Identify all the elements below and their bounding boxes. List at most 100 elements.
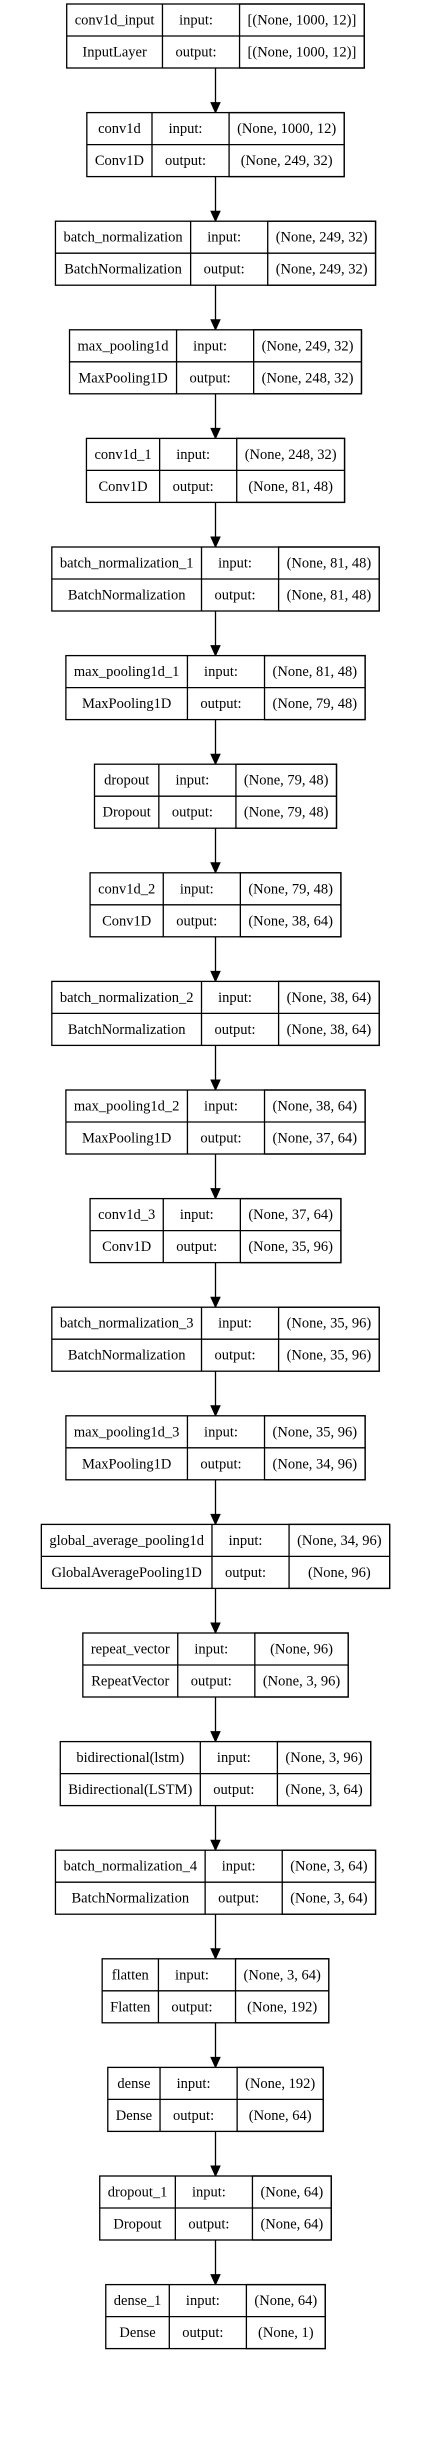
input-label: input: (218, 556, 252, 572)
layer-type: InputLayer (82, 45, 147, 61)
input-label: input: (192, 2185, 226, 2201)
edge-arrow (210, 285, 221, 332)
layer-name: batch_normalization_2 (60, 990, 194, 1006)
input-label: input: (194, 1642, 228, 1658)
input-label: input: (217, 1750, 251, 1766)
input-label: input: (204, 1424, 238, 1440)
input-label: input: (176, 447, 210, 463)
output-label: output: (215, 1348, 256, 1364)
arrowhead (210, 1188, 221, 1200)
output-label: output: (215, 588, 256, 604)
layer-type: Dense (119, 2325, 155, 2341)
edge-arrow (210, 1697, 221, 1743)
layer-node: batch_normalization_4BatchNormalizationi… (54, 1849, 377, 1915)
layer-name: max_pooling1d_1 (74, 664, 180, 680)
layer-type: RepeatVector (91, 1674, 169, 1690)
input-label: input: (193, 338, 227, 354)
edge-arrow (210, 1371, 221, 1418)
layer-name: batch_normalization_3 (60, 1316, 194, 1332)
output-label: output: (200, 1456, 241, 1472)
edge-arrow (210, 176, 221, 223)
edge-arrow (210, 1914, 221, 1961)
input-shape: (None, 37, 64) (248, 1207, 333, 1223)
input-label: input: (222, 1859, 256, 1875)
output-shape: (None, 64) (260, 2217, 323, 2233)
input-shape: (None, 35, 96) (287, 1316, 372, 1332)
input-label: input: (186, 2293, 220, 2309)
edge-arrow (210, 2240, 221, 2286)
arrowhead (210, 2056, 221, 2069)
output-shape: (None, 37, 64) (273, 1131, 358, 1147)
output-shape: (None, 34, 96) (273, 1456, 358, 1472)
arrowhead (210, 1948, 221, 1961)
layer-type: BatchNormalization (64, 262, 182, 278)
output-label: output: (204, 262, 245, 278)
input-shape: (None, 192) (245, 2076, 315, 2092)
arrowhead (210, 753, 221, 766)
edge-arrow (210, 1479, 221, 1526)
input-label: input: (175, 1967, 209, 1983)
layer-type: Dropout (113, 2217, 161, 2233)
edge-arrow (210, 393, 221, 440)
output-shape: (None, 81, 48) (248, 479, 333, 495)
arrowhead (210, 862, 221, 875)
layer-node: max_pooling1d_1MaxPooling1Dinput:output:… (65, 654, 366, 721)
input-shape: (None, 3, 64) (244, 1967, 321, 1983)
output-shape: (None, 3, 64) (285, 1782, 362, 1798)
layer-node: batch_normalizationBatchNormalizationinp… (54, 220, 377, 286)
layer-type: BatchNormalization (68, 1348, 186, 1364)
layer-node: global_average_pooling1dGlobalAveragePoo… (40, 1523, 391, 1590)
edge-arrow (210, 936, 221, 983)
input-label: input: (169, 121, 203, 137)
layer-type: Flatten (110, 1999, 151, 2015)
output-label: output: (173, 2108, 214, 2124)
layer-node: max_pooling1d_3MaxPooling1Dinput:output:… (65, 1415, 366, 1481)
layer-name: dropout (104, 773, 149, 789)
arrowhead (210, 1513, 221, 1526)
input-shape: (None, 249, 32) (276, 230, 368, 246)
layer-name: conv1d_1 (94, 447, 151, 463)
input-shape: (None, 64) (260, 2185, 323, 2201)
output-shape: (None, 192) (247, 1999, 317, 2015)
input-label: input: (175, 773, 209, 789)
input-shape: (None, 3, 64) (290, 1859, 367, 1875)
input-label: input: (204, 1099, 238, 1115)
layer-name: global_average_pooling1d (49, 1533, 204, 1549)
output-shape: (None, 64) (249, 2108, 312, 2124)
edge-arrow (210, 1588, 221, 1635)
output-shape: (None, 3, 64) (290, 1891, 367, 1907)
input-shape: (None, 81, 48) (287, 556, 372, 572)
input-label: input: (207, 230, 241, 246)
layer-type: Conv1D (102, 1239, 151, 1255)
input-label: input: (229, 1533, 263, 1549)
output-shape: (None, 96) (308, 1565, 371, 1581)
input-label: input: (180, 1207, 214, 1223)
layer-name: flatten (112, 1967, 150, 1983)
layer-node: max_pooling1dMaxPooling1Dinput:output:(N… (68, 329, 363, 395)
layer-type: Conv1D (102, 913, 151, 929)
layer-name: batch_normalization_1 (60, 556, 194, 572)
layer-name: conv1d_input (75, 13, 155, 29)
arrowhead (210, 1839, 221, 1852)
input-label: input: (179, 13, 213, 29)
output-label: output: (200, 1131, 241, 1147)
arrowhead (210, 970, 221, 983)
layer-type: Conv1D (98, 479, 147, 495)
arrowhead (210, 536, 221, 549)
input-shape: (None, 96) (270, 1642, 333, 1658)
output-shape: [(None, 1000, 12)] (248, 45, 357, 61)
layer-name: max_pooling1d (78, 338, 170, 354)
layer-type: Conv1D (95, 153, 144, 169)
layer-type: GlobalAveragePooling1D (51, 1565, 201, 1581)
layer-name: max_pooling1d_3 (74, 1424, 180, 1440)
layer-node: max_pooling1d_2MaxPooling1Dinput:output:… (65, 1089, 366, 1155)
arrowhead (210, 2165, 221, 2178)
output-shape: (None, 79, 48) (244, 805, 329, 821)
input-shape: (None, 38, 64) (273, 1099, 358, 1115)
